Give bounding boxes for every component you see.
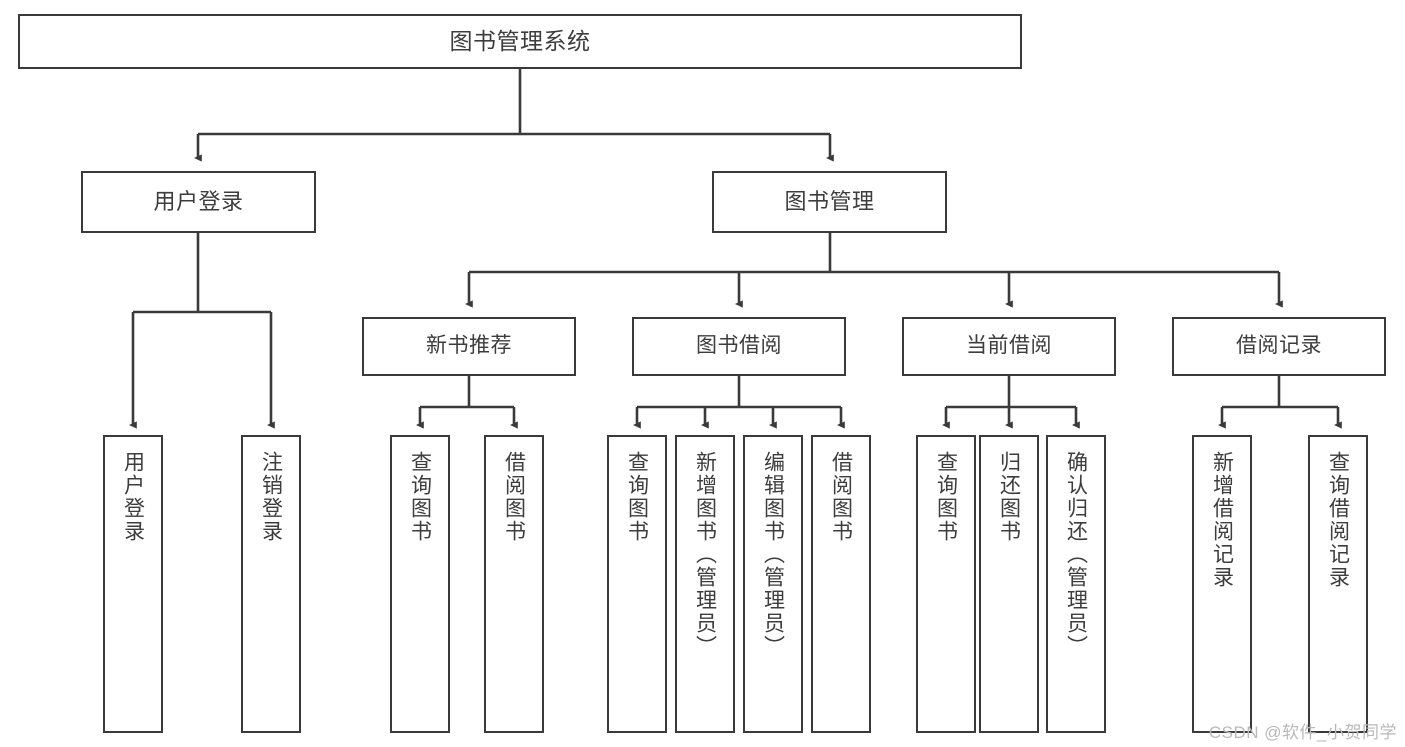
leaf-user-login-login[interactable]: 用户登录 (103, 435, 163, 733)
node-label: 新增借阅记录 (1210, 451, 1234, 589)
node-book-management[interactable]: 图书管理 (712, 171, 947, 233)
node-label: 查询图书 (625, 451, 649, 543)
csdn-watermark: CSDN @软件_小贺同学 (1208, 723, 1397, 742)
node-label: 用户登录 (121, 451, 145, 543)
leaf-current-borrow-query-book[interactable]: 查询图书 (916, 435, 976, 733)
node-book-borrow[interactable]: 图书借阅 (632, 317, 846, 376)
leaf-borrow-record-add-record[interactable]: 新增借阅记录 (1192, 435, 1252, 733)
node-label: 借阅记录 (1236, 334, 1322, 358)
node-label: 新书推荐 (426, 334, 512, 358)
leaf-book-borrow-borrow-book[interactable]: 借阅图书 (811, 435, 871, 733)
node-new-book-recommend[interactable]: 新书推荐 (362, 317, 576, 376)
node-label: 查询图书 (934, 451, 958, 543)
node-label: 注销登录 (259, 451, 283, 543)
leaf-book-borrow-edit-book-admin[interactable]: 编辑图书（管理员） (743, 435, 803, 733)
leaf-current-borrow-confirm-return-admin[interactable]: 确认归还（管理员） (1046, 435, 1106, 733)
node-label: 新增图书（管理员） (693, 451, 717, 658)
node-label: 借阅图书 (502, 451, 526, 543)
leaf-borrow-record-query-record[interactable]: 查询借阅记录 (1308, 435, 1368, 733)
node-root-library-system[interactable]: 图书管理系统 (18, 14, 1022, 69)
node-label: 编辑图书（管理员） (761, 451, 785, 658)
node-label: 用户登录 (153, 189, 244, 215)
leaf-book-borrow-query-book[interactable]: 查询图书 (607, 435, 667, 733)
leaf-new-book-borrow-book[interactable]: 借阅图书 (484, 435, 544, 733)
node-user-login[interactable]: 用户登录 (81, 171, 316, 233)
node-label: 借阅图书 (829, 451, 853, 543)
node-label: 查询借阅记录 (1326, 451, 1350, 589)
leaf-current-borrow-return-book[interactable]: 归还图书 (979, 435, 1039, 733)
node-label: 图书借阅 (696, 334, 782, 358)
node-borrow-record[interactable]: 借阅记录 (1172, 317, 1386, 376)
node-label: 图书管理 (784, 189, 875, 215)
node-label: 归还图书 (997, 451, 1021, 543)
leaf-new-book-query-book[interactable]: 查询图书 (390, 435, 450, 733)
node-label: 图书管理系统 (449, 27, 591, 54)
node-label: 当前借阅 (966, 334, 1052, 358)
node-current-borrow[interactable]: 当前借阅 (902, 317, 1116, 376)
node-label: 查询图书 (408, 451, 432, 543)
leaf-user-login-logout[interactable]: 注销登录 (241, 435, 301, 733)
node-label: 确认归还（管理员） (1064, 451, 1088, 658)
leaf-book-borrow-add-book-admin[interactable]: 新增图书（管理员） (675, 435, 735, 733)
